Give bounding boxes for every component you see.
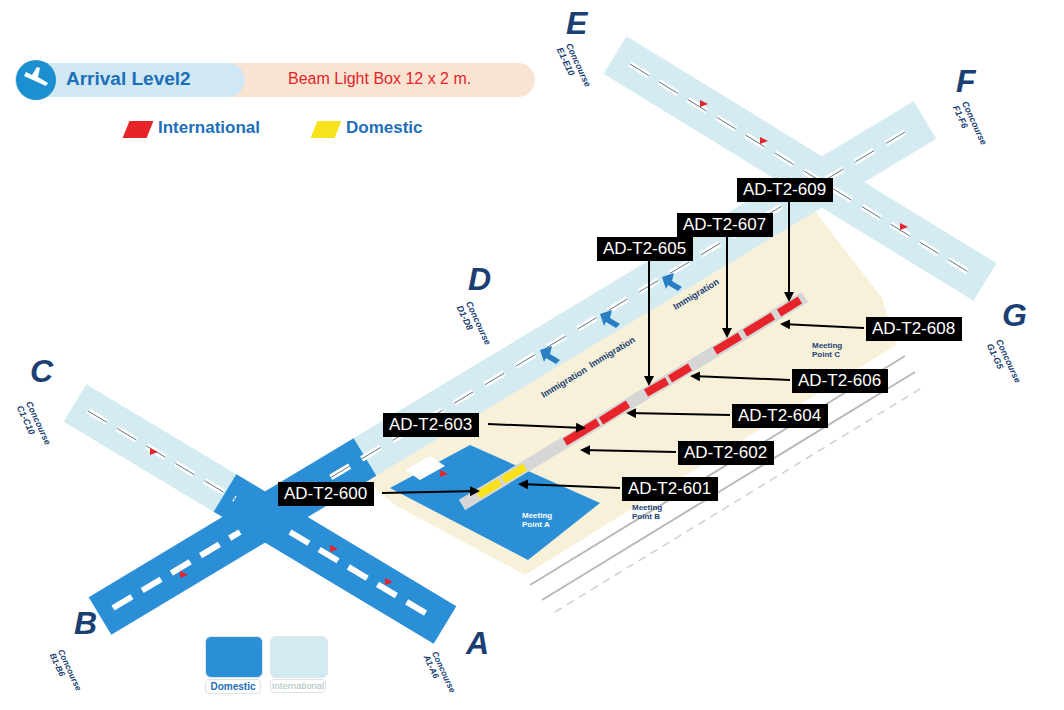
light-box-strip (462, 297, 805, 505)
callout-code: AD-T2-602 (684, 443, 767, 463)
callout-box: AD-T2-605 (597, 237, 693, 261)
concourse-letter: A (466, 626, 489, 661)
concourse-name: Concourse F1-F6 (950, 100, 988, 152)
legend-swatch (311, 121, 342, 138)
leader-arrow (726, 236, 728, 336)
gate-row (113, 532, 240, 608)
callout-box: AD-T2-607 (677, 213, 773, 237)
legend-swatch (123, 121, 154, 138)
leader-arrow (488, 424, 584, 428)
concourse-name: Concourse C1-C10 (14, 400, 52, 452)
leader-arrow (628, 413, 730, 415)
plane-icon (24, 67, 48, 86)
leader-arrow (382, 491, 478, 493)
callout-code: AD-T2-604 (738, 406, 821, 426)
callout-code: AD-T2-601 (628, 479, 711, 499)
hall-notch (405, 456, 445, 480)
legend-text: Domestic (205, 679, 261, 694)
leader-arrow (692, 376, 790, 380)
concourse-band (265, 120, 925, 517)
concourse-name: Concourse D1-D8 (454, 300, 492, 352)
meeting-point: Meeting Point C (812, 342, 852, 360)
domestic-hall (390, 445, 600, 560)
leader-arrow (582, 450, 676, 452)
callout-code: AD-T2-606 (798, 371, 881, 391)
concourse-name: Concourse A1-A6 (421, 650, 458, 701)
legend-swatch (205, 636, 263, 678)
callout-box: AD-T2-603 (383, 413, 479, 437)
gate-row (290, 532, 432, 617)
gate-row (300, 129, 910, 496)
concourse-letter: B (74, 606, 97, 641)
callout-box: AD-T2-608 (866, 317, 962, 341)
callout-code: AD-T2-608 (872, 319, 955, 339)
leader-arrow (782, 324, 864, 328)
meeting-point: Meeting Point A (522, 512, 562, 530)
concourse-letter: G (1002, 298, 1027, 333)
flow-arrow (540, 346, 560, 364)
concourse-letter: C (30, 354, 53, 389)
header-note: Beam Light Box 12 x 2 m. (288, 70, 471, 88)
plane-icon (16, 60, 56, 100)
domestic-band (225, 493, 445, 625)
callout-box: AD-T2-606 (792, 369, 888, 393)
light-box-international (565, 422, 598, 442)
concourse-name: Concourse B1-B6 (47, 648, 84, 699)
light-box-international (779, 300, 800, 313)
flow-arrow (600, 310, 620, 328)
road (542, 372, 915, 600)
callout-box: AD-T2-600 (278, 482, 374, 506)
legend-text: International (158, 119, 260, 138)
light-box-international (670, 367, 690, 379)
callout-code: AD-T2-609 (743, 180, 826, 200)
light-box-international (745, 316, 773, 333)
callout-box: AD-T2-604 (732, 404, 828, 428)
title: Arrival Level2 (66, 69, 191, 90)
concourse-letter: E (566, 6, 587, 41)
concourse-name: Concourse E1-E10 (554, 42, 592, 94)
callout-code: AD-T2-605 (603, 239, 686, 259)
light-box-international (601, 404, 628, 421)
concourse-letter: F (956, 64, 976, 99)
callout-box: AD-T2-609 (737, 178, 833, 202)
leader-arrow (648, 260, 650, 384)
concourse-name: Concourse G1-G5 (984, 338, 1022, 390)
meeting-point: Meeting Point B (632, 504, 672, 522)
concourse-letter: D (468, 262, 491, 297)
legend-swatch (270, 636, 328, 678)
walk-arrow (150, 100, 908, 585)
light-box-international (715, 336, 740, 351)
callout-code: AD-T2-600 (284, 484, 367, 504)
callout-code: AD-T2-603 (389, 415, 472, 435)
header-band (15, 63, 535, 97)
flow-arrow (662, 273, 682, 291)
gate-row (300, 129, 910, 496)
callout-code: AD-T2-607 (683, 215, 766, 235)
leader-arrow (788, 201, 790, 300)
gate-row (88, 411, 235, 499)
legend-text: International (270, 679, 326, 693)
callout-box: AD-T2-602 (678, 441, 774, 465)
light-box-domestic (503, 467, 525, 480)
light-box-domestic (478, 482, 500, 495)
legend-text: Domestic (346, 119, 423, 138)
gate-row (88, 411, 235, 499)
road (530, 356, 905, 585)
leader-arrow (520, 484, 620, 488)
callout-box: AD-T2-601 (622, 477, 718, 501)
